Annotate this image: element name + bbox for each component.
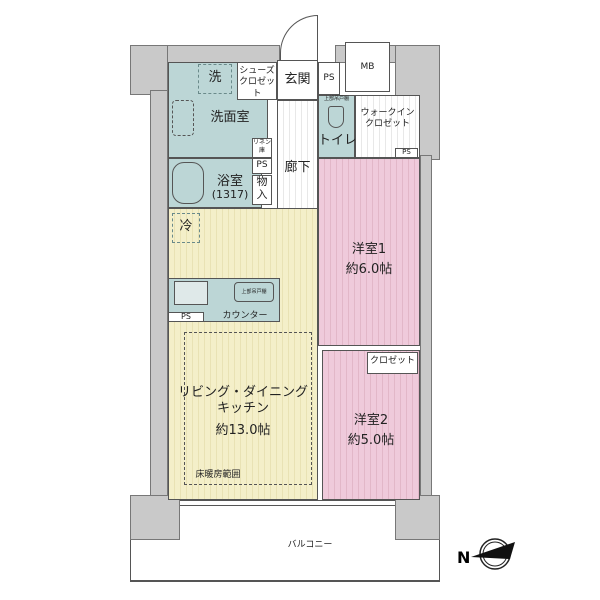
- ps-3: [395, 148, 418, 158]
- label-wic: ウォークイン クロゼット: [360, 108, 415, 130]
- toilet-icon: [328, 106, 344, 128]
- label-ldk-size: 約13.0帖: [215, 423, 271, 438]
- label-yoshitsu2-size: 約5.0帖: [347, 433, 395, 448]
- wall-left: [150, 90, 168, 510]
- wall-corner-se: [395, 495, 440, 540]
- ps-4: [168, 312, 204, 322]
- washing-machine-space: [198, 64, 232, 94]
- mb: [345, 42, 390, 92]
- bathtub-icon: [172, 162, 204, 204]
- sink-icon: [234, 282, 274, 302]
- label-ldk: リビング・ダイニング キッチン: [177, 385, 308, 417]
- label-floor-heating: 床暖房範囲: [195, 470, 241, 480]
- fridge-space: [172, 213, 200, 243]
- room-yoshitsu2: [322, 350, 420, 500]
- label-linen: リネン 庫: [252, 139, 271, 154]
- label-sentaku: 洗: [208, 70, 222, 85]
- wall-corner-sw: [130, 495, 180, 540]
- entrance-door: [280, 15, 318, 60]
- label-balcony: バルコニー: [287, 540, 333, 550]
- vanity-icon: [172, 100, 194, 136]
- wall-corner-nw: [130, 45, 168, 95]
- label-senmen: 洗面室: [210, 110, 250, 125]
- label-monoire: 物 入: [256, 175, 268, 202]
- label-ps2: PS: [256, 160, 268, 170]
- label-counter: カウンター: [222, 311, 268, 321]
- label-yoshitsu1: 洋室1: [351, 242, 387, 257]
- ps-2: [252, 158, 272, 174]
- floor-heating-area: [184, 332, 312, 485]
- room-genkan: [277, 60, 318, 100]
- label-ps3: PS: [402, 148, 411, 156]
- label-yoshitsu2: 洋室2: [353, 413, 389, 428]
- room-yoshitsu1: [318, 158, 420, 346]
- balcony: [130, 540, 440, 582]
- label-yokushitsu: 浴室: [216, 174, 243, 189]
- label-ps4: PS: [181, 312, 191, 321]
- room-shoes-closet: [237, 62, 277, 100]
- stove-icon: [174, 281, 208, 305]
- linen-storage: [252, 138, 272, 158]
- room-ldk: [168, 208, 318, 500]
- label-shoes: シューズ クロゼット: [238, 66, 275, 99]
- label-ps1: PS: [323, 73, 335, 83]
- closet: [367, 352, 418, 374]
- compass-label: N: [457, 548, 470, 567]
- label-toilet: トイレ: [318, 133, 358, 148]
- room-wic: [355, 95, 420, 158]
- label-yokushitsu-size: (1317): [211, 188, 249, 201]
- label-mb: MB: [360, 62, 375, 72]
- storage: [252, 175, 272, 205]
- label-rei: 冷: [179, 219, 193, 234]
- north-arrow-icon: N: [455, 537, 520, 572]
- ps-1: [318, 62, 340, 95]
- label-toilet-cabinet: 上部吊戸棚: [323, 96, 349, 102]
- label-yoshitsu1-size: 約6.0帖: [345, 262, 393, 277]
- label-kitchen-cabinet: 上部吊戸棚: [241, 289, 267, 295]
- balcony-window-line: [180, 500, 395, 506]
- label-rouka: 廊下: [284, 160, 311, 175]
- wall-right: [420, 155, 432, 510]
- label-genkan: 玄関: [284, 72, 311, 87]
- label-closet: クロゼット: [369, 356, 415, 366]
